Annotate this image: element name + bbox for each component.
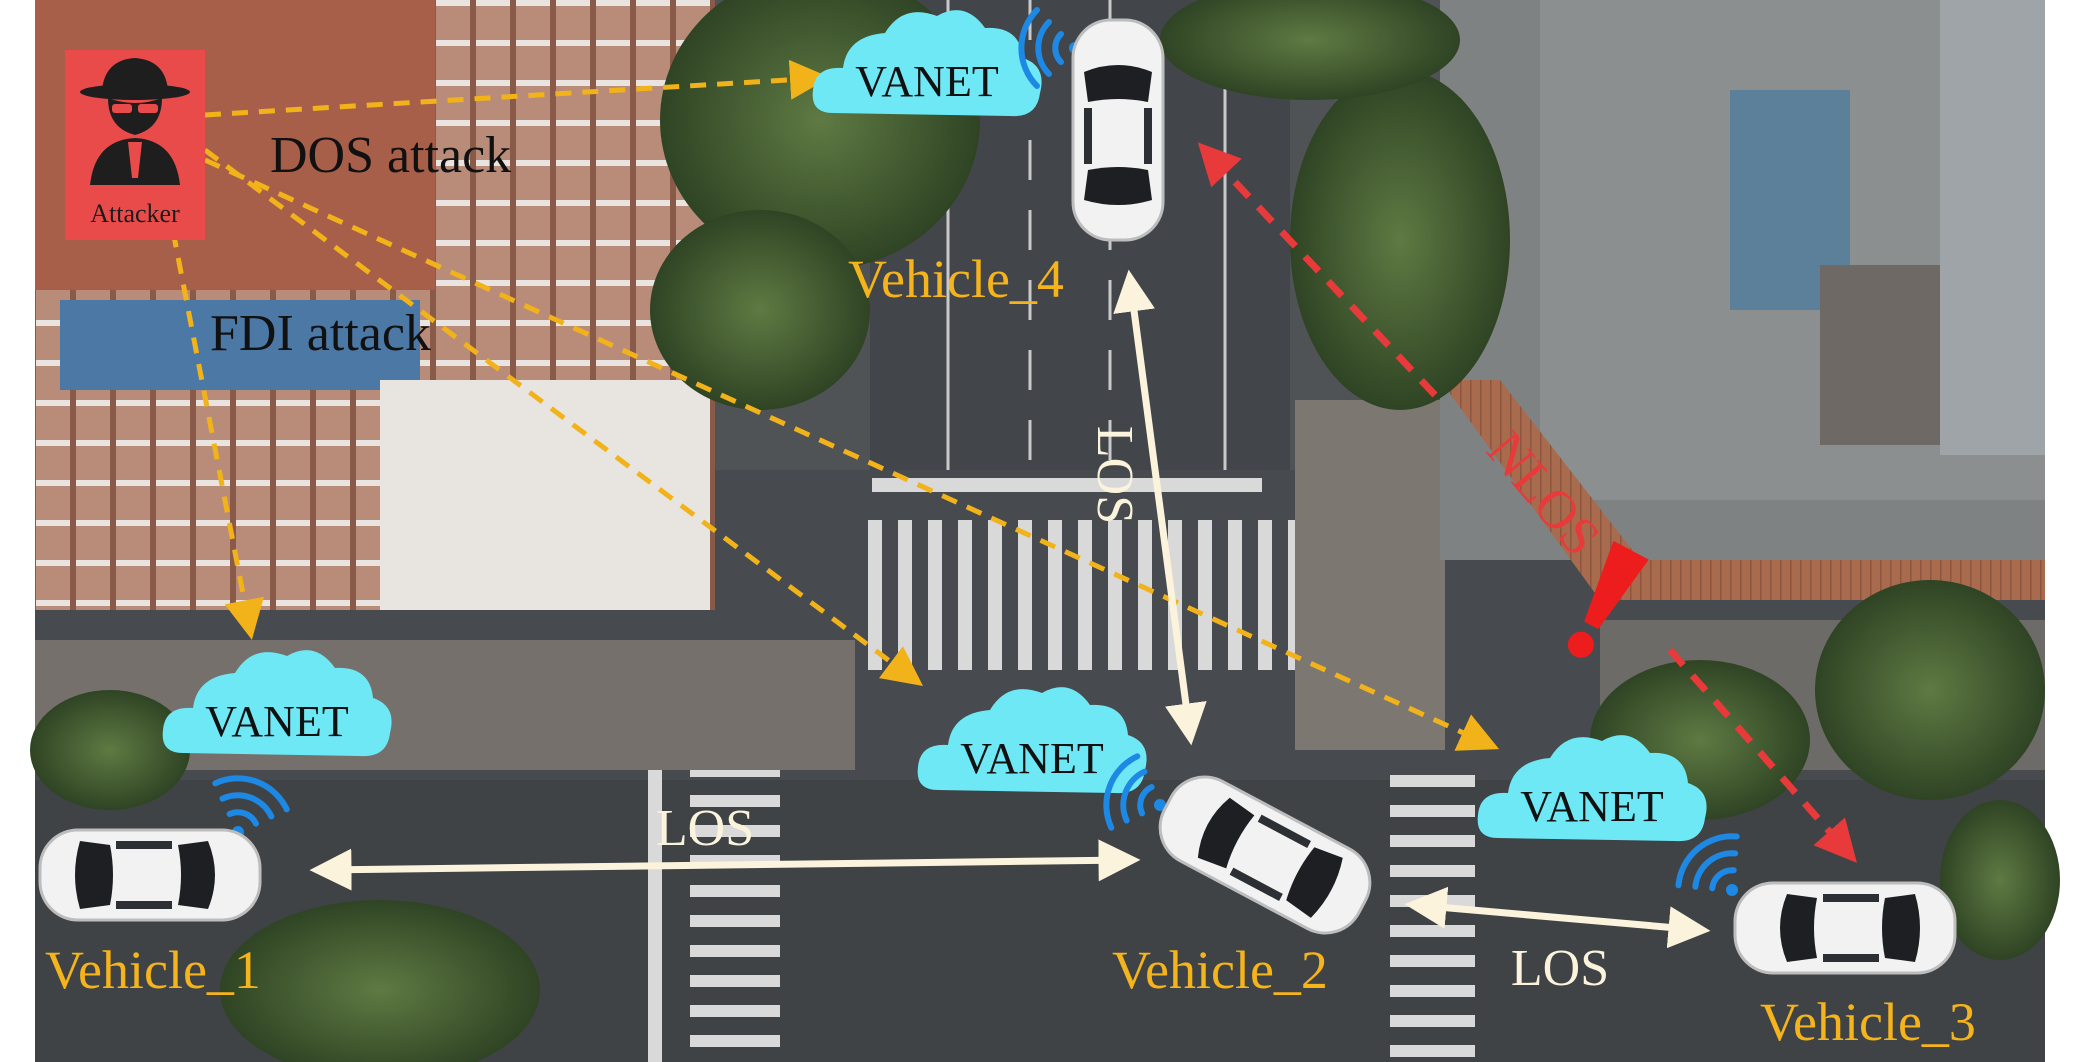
vehicle-3-car xyxy=(1733,881,1957,975)
vanet-label-top: VANET xyxy=(855,57,999,106)
nlos-link-to-v4 xyxy=(1197,142,1438,398)
attacker-box: Attacker xyxy=(65,50,205,240)
los-links xyxy=(309,269,1711,949)
nlos-link-to-v3 xyxy=(1667,647,1857,863)
vanet-label-center: VANET xyxy=(960,734,1104,783)
vanet-cloud-left: VANET xyxy=(162,650,392,757)
fdi-arrow-to-center-vanet xyxy=(203,147,924,686)
attacker-label: Attacker xyxy=(90,199,180,228)
vehicle-2-label: Vehicle_2 xyxy=(1112,940,1328,1000)
los-label-v1-v2: LOS xyxy=(656,800,754,857)
vehicle-1-car xyxy=(38,828,262,922)
wifi-signal-icon xyxy=(1675,833,1740,896)
vehicle-4-car xyxy=(1071,18,1165,242)
exclamation-icon xyxy=(1567,540,1649,658)
vanet-cloud-right: VANET xyxy=(1477,735,1707,842)
vanet-cloud-center: VANET xyxy=(917,687,1147,794)
los-link-v1-v2 xyxy=(309,839,1141,891)
vehicle-3-label: Vehicle_3 xyxy=(1760,992,1976,1052)
fdi-arrow-to-left-vanet xyxy=(165,204,264,640)
nlos-links xyxy=(1197,142,1857,863)
fdi-attack-label: FDI attack xyxy=(210,305,431,362)
vanet-cloud-top: VANET xyxy=(812,10,1042,117)
vanet-label-right: VANET xyxy=(1520,782,1664,831)
vehicle-1-label: Vehicle_1 xyxy=(45,940,261,1000)
vehicle-2-car xyxy=(1158,775,1372,935)
vanet-label-left: VANET xyxy=(205,697,349,746)
fdi-arrow-to-right-vanet xyxy=(203,157,1500,751)
attack-arrows xyxy=(165,59,1500,751)
los-link-v2-v3 xyxy=(1404,886,1711,949)
dos-arrow-to-top-vanet xyxy=(204,59,830,118)
wifi-signal-icon xyxy=(1103,753,1166,831)
los-label-v2-v4: LOS xyxy=(1086,426,1143,524)
dos-attack-label: DOS attack xyxy=(270,127,511,184)
spy-icon xyxy=(80,58,190,185)
los-label-v2-v3: LOS xyxy=(1511,940,1609,997)
vehicle-4-label: Vehicle_4 xyxy=(848,249,1064,309)
los-link-v2-v4 xyxy=(1113,269,1207,746)
